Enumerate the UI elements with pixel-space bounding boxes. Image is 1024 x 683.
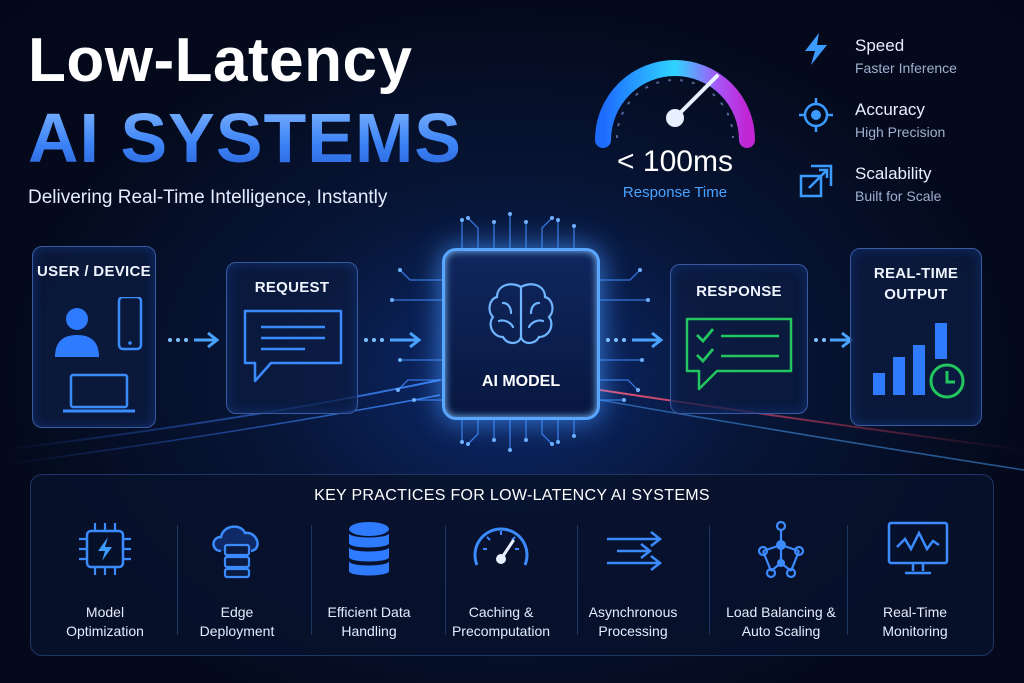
ai-model-label: AI MODEL <box>481 373 561 390</box>
page-title: Low-Latency <box>28 26 413 95</box>
speedometer-icon <box>595 60 755 148</box>
chip-lightning-icon <box>79 523 131 575</box>
feature-title: Scalability <box>855 164 932 183</box>
checklist-bubble-icon <box>685 317 793 391</box>
practice-label-line1: Real-Time <box>882 604 948 620</box>
page-title-highlight: AI SYSTEMS <box>28 99 462 177</box>
brain-icon <box>488 283 554 345</box>
practice-label-line1: Edge <box>220 604 254 620</box>
feature-title: Accuracy <box>855 100 925 119</box>
user-device-label: USER / DEVICE <box>37 263 151 280</box>
practice-label-line2: Processing <box>598 623 668 639</box>
real-time-output-box: REAL-TIME OUTPUT <box>850 248 982 426</box>
arrow-right-icon <box>168 331 220 349</box>
request-box: REQUEST <box>226 262 358 414</box>
divider <box>847 525 848 635</box>
practices-title: KEY PRACTICES FOR LOW-LATENCY AI SYSTEMS <box>314 487 710 504</box>
practice-label-line1: Load Balancing & <box>726 604 836 620</box>
divider <box>445 525 446 635</box>
divider <box>311 525 312 635</box>
feature-title: Speed <box>855 36 905 55</box>
feature-accuracy: Accuracy High Precision <box>855 100 945 140</box>
request-label: REQUEST <box>254 279 330 296</box>
response-label: RESPONSE <box>696 283 782 300</box>
practice-label-line1: Model <box>85 604 125 620</box>
gauge-label: Response Time <box>622 184 728 201</box>
ai-model-chip: AI MODEL <box>442 248 600 420</box>
circuit-traces <box>390 212 650 452</box>
monitor-icon <box>887 521 949 575</box>
response-box: RESPONSE <box>670 264 808 414</box>
async-arrows-icon <box>607 531 663 571</box>
practice-label-line2: Auto Scaling <box>741 623 821 639</box>
divider <box>577 525 578 635</box>
practice-label-line1: Asynchronous <box>588 604 678 620</box>
practice-label-line2: Optimization <box>66 623 144 639</box>
divider <box>177 525 178 635</box>
bar-chart-clock-icon <box>873 323 965 399</box>
gauge-icon <box>473 527 529 566</box>
light-streaks <box>0 379 1024 471</box>
feature-speed: Speed Faster Inference <box>855 36 957 76</box>
feature-subtitle: High Precision <box>855 124 946 140</box>
practice-label-line1: Efficient Data <box>327 604 411 620</box>
database-icon <box>349 522 389 576</box>
feature-scalability: Scalability Built for Scale <box>855 164 941 204</box>
practice-label-line2: Monitoring <box>882 623 948 639</box>
page-subtitle: Delivering Real-Time Intelligence, Insta… <box>28 187 388 208</box>
devices-icon <box>55 297 143 413</box>
feature-subtitle: Faster Inference <box>855 60 957 76</box>
output-label-line1: REAL-TIME <box>873 265 959 282</box>
target-icon <box>799 98 833 132</box>
practice-label-line1: Caching & <box>468 604 534 620</box>
feature-subtitle: Built for Scale <box>855 188 942 204</box>
divider <box>709 525 710 635</box>
practice-label-line2: Deployment <box>199 623 275 639</box>
lightning-icon <box>805 33 827 65</box>
key-practices-panel: KEY PRACTICES FOR LOW-LATENCY AI SYSTEMS… <box>30 474 994 656</box>
output-label-line2: OUTPUT <box>884 286 948 303</box>
cloud-server-icon <box>212 525 259 579</box>
user-device-box: USER / DEVICE <box>32 246 156 428</box>
network-icon <box>757 520 805 579</box>
arrow-right-icon <box>364 331 422 349</box>
arrow-right-icon <box>606 331 664 349</box>
practice-label-line2: Precomputation <box>451 623 551 639</box>
gauge-value: < 100ms <box>617 145 733 178</box>
practice-caching: Caching & Precomputation <box>435 519 567 649</box>
scale-arrow-icon <box>799 164 833 198</box>
practice-label-line2: Handling <box>341 623 397 639</box>
chat-bubble-icon <box>243 309 343 383</box>
practice-load-balancing: Load Balancing & Auto Scaling <box>715 519 847 649</box>
